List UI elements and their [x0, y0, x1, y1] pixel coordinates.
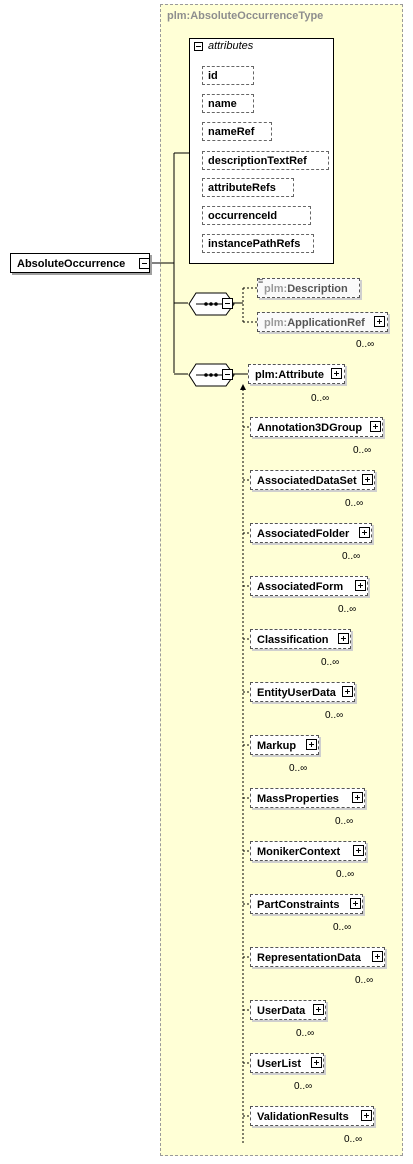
- sequence1-child-element[interactable]: plm:Description: [257, 278, 360, 298]
- substitution-element[interactable]: AssociatedDataSet: [250, 470, 375, 490]
- expand-icon[interactable]: [362, 474, 373, 485]
- expand-icon[interactable]: [342, 686, 353, 697]
- expand-icon[interactable]: [350, 898, 361, 909]
- occurrence-label: 0..∞: [342, 551, 361, 562]
- substitution-element[interactable]: MonikerContext: [250, 841, 366, 861]
- occurrence-label: 0..∞: [321, 657, 340, 668]
- element-name: RepresentationData: [257, 952, 361, 964]
- attribute-item: occurrenceId: [202, 206, 311, 225]
- expand-icon[interactable]: [355, 580, 366, 591]
- element-name: ValidationResults: [257, 1111, 349, 1123]
- substitution-element[interactable]: UserData: [250, 1000, 326, 1020]
- element-name: PartConstraints: [257, 899, 340, 911]
- namespace-prefix: plm:: [264, 317, 288, 329]
- occurrence-label: 0..∞: [325, 710, 344, 721]
- expand-icon[interactable]: [372, 951, 383, 962]
- expand-icon[interactable]: [370, 421, 381, 432]
- attribute-head-occurrence: 0..∞: [311, 393, 330, 404]
- text-content-icon: ≡: [258, 276, 264, 286]
- element-name: UserList: [257, 1058, 302, 1070]
- expand-icon[interactable]: [311, 1057, 322, 1068]
- substitution-element[interactable]: AssociatedForm: [250, 576, 368, 596]
- attributes-header: attributes: [208, 40, 254, 52]
- attribute-item: id: [202, 66, 254, 85]
- occurrence-label: 0..∞: [294, 1081, 313, 1092]
- element-name: Classification: [257, 634, 329, 646]
- expand-icon[interactable]: [353, 845, 364, 856]
- root-element-label: AbsoluteOccurrence: [17, 258, 126, 270]
- occurrence-label: 0..∞: [336, 869, 355, 880]
- sequence1-child-element[interactable]: plm:ApplicationRef: [257, 312, 388, 332]
- substitution-element[interactable]: Annotation3DGroup: [250, 417, 383, 437]
- substitution-element[interactable]: Classification: [250, 629, 351, 649]
- namespace-prefix: plm:: [264, 283, 288, 295]
- element-name: UserData: [257, 1005, 306, 1017]
- element-name: Annotation3DGroup: [257, 422, 363, 434]
- occurrence-label: 0..∞: [353, 445, 372, 456]
- occurrence-label: 0..∞: [335, 816, 354, 827]
- expand-icon[interactable]: [359, 527, 370, 538]
- root-element-node[interactable]: AbsoluteOccurrence: [10, 253, 150, 273]
- substitution-element[interactable]: EntityUserData: [250, 682, 355, 702]
- attribute-head-element[interactable]: plm:Attribute: [248, 364, 345, 384]
- element-name: AssociatedForm: [257, 581, 344, 593]
- expand-icon[interactable]: [361, 1110, 372, 1121]
- element-name: ApplicationRef: [287, 317, 365, 329]
- attribute-item: instancePathRefs: [202, 234, 314, 253]
- sequence2-collapse-icon[interactable]: [222, 369, 233, 380]
- occurrence-label: 0..∞: [344, 1134, 363, 1145]
- attribute-item: attributeRefs: [202, 178, 294, 197]
- occurrence-label: 0..∞: [289, 763, 308, 774]
- element-name: Markup: [257, 740, 297, 752]
- element-name: EntityUserData: [257, 687, 336, 699]
- attribute-item: nameRef: [202, 122, 272, 141]
- attributes-collapse-icon[interactable]: [194, 42, 203, 51]
- substitution-element[interactable]: Markup: [250, 735, 319, 755]
- occurrence-label: 0..∞: [296, 1028, 315, 1039]
- substitution-element[interactable]: AssociatedFolder: [250, 523, 372, 543]
- element-name: MassProperties: [257, 793, 339, 805]
- expand-icon[interactable]: [313, 1004, 324, 1015]
- occurrence-label: 0..∞: [345, 498, 364, 509]
- root-collapse-icon[interactable]: [139, 258, 150, 269]
- substitution-element[interactable]: MassProperties: [250, 788, 365, 808]
- element-name: MonikerContext: [257, 846, 341, 858]
- substitution-element[interactable]: UserList: [250, 1053, 324, 1073]
- expand-icon[interactable]: [352, 792, 363, 803]
- substitution-element[interactable]: RepresentationData: [250, 947, 385, 967]
- substitution-element[interactable]: PartConstraints: [250, 894, 363, 914]
- occurrence-label: 0..∞: [338, 604, 357, 615]
- attribute-head-expand-icon[interactable]: [331, 368, 342, 379]
- expand-icon[interactable]: [374, 316, 385, 327]
- element-name: Description: [287, 283, 348, 295]
- attribute-head-label: plm:Attribute: [255, 369, 325, 381]
- occurrence-label: 0..∞: [355, 975, 374, 986]
- expand-icon[interactable]: [306, 739, 317, 750]
- attribute-item: name: [202, 94, 254, 113]
- sequence1-collapse-icon[interactable]: [222, 298, 233, 309]
- attribute-item: descriptionTextRef: [202, 151, 329, 170]
- occurrence-label: 0..∞: [333, 922, 352, 933]
- element-name: AssociatedFolder: [257, 528, 350, 540]
- type-title: plm:AbsoluteOccurrenceType: [167, 10, 324, 22]
- expand-icon[interactable]: [338, 633, 349, 644]
- occurrence-label: 0..∞: [356, 339, 375, 350]
- element-name: AssociatedDataSet: [257, 475, 357, 487]
- substitution-element[interactable]: ValidationResults: [250, 1106, 374, 1126]
